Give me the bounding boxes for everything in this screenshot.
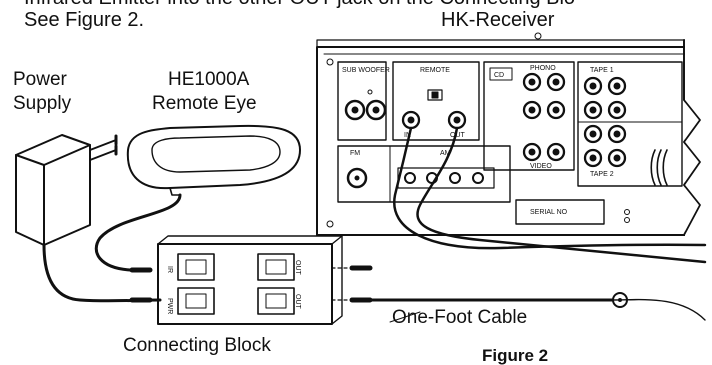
receiver-label: HK-Receiver — [441, 9, 555, 31]
panel-label-am: AM — [440, 150, 451, 157]
power-supply — [15, 134, 118, 246]
panel-label-remote-in: IN — [404, 132, 411, 139]
remote-eye-model-label: HE1000A — [168, 69, 250, 90]
connecting-block-label: Connecting Block — [123, 335, 271, 356]
remote-eye-name-label: Remote Eye — [152, 93, 257, 114]
panel-label-subwoofer: SUB WOOFER — [342, 67, 390, 74]
panel-label-remote: REMOTE — [420, 67, 450, 74]
port-label-out-top: OUT — [294, 260, 301, 276]
cable-coupler — [612, 292, 628, 308]
panel-label-cd: CD — [494, 72, 504, 79]
port-label-ir: IR — [166, 266, 173, 273]
panel-label-video: VIDEO — [530, 163, 552, 170]
power-supply-label-2: Supply — [13, 93, 72, 114]
connecting-block — [157, 235, 343, 325]
figure-caption: Figure 2 — [482, 346, 549, 365]
panel-label-remote-out: OUT — [450, 132, 466, 139]
intro-text-line2: See Figure 2. — [24, 9, 145, 31]
panel-label-serial: SERIAL NO — [530, 209, 568, 216]
panel-label-tape1: TAPE 1 — [590, 67, 614, 74]
panel-label-tape2: TAPE 2 — [590, 171, 614, 178]
panel-label-fm: FM — [350, 150, 360, 157]
receiver-panel — [316, 32, 712, 244]
port-label-out-bottom: OUT — [294, 294, 301, 310]
power-supply-label: Power — [13, 69, 67, 90]
port-label-pwr: PWR — [166, 298, 173, 314]
cables — [42, 126, 707, 321]
panel-label-phono: PHONO — [530, 65, 556, 72]
intro-text-line1: Infrared Emitter into the other OUT jack… — [24, 0, 575, 8]
one-foot-cable-label: One-Foot Cable — [392, 307, 528, 328]
remote-eye — [126, 124, 301, 196]
